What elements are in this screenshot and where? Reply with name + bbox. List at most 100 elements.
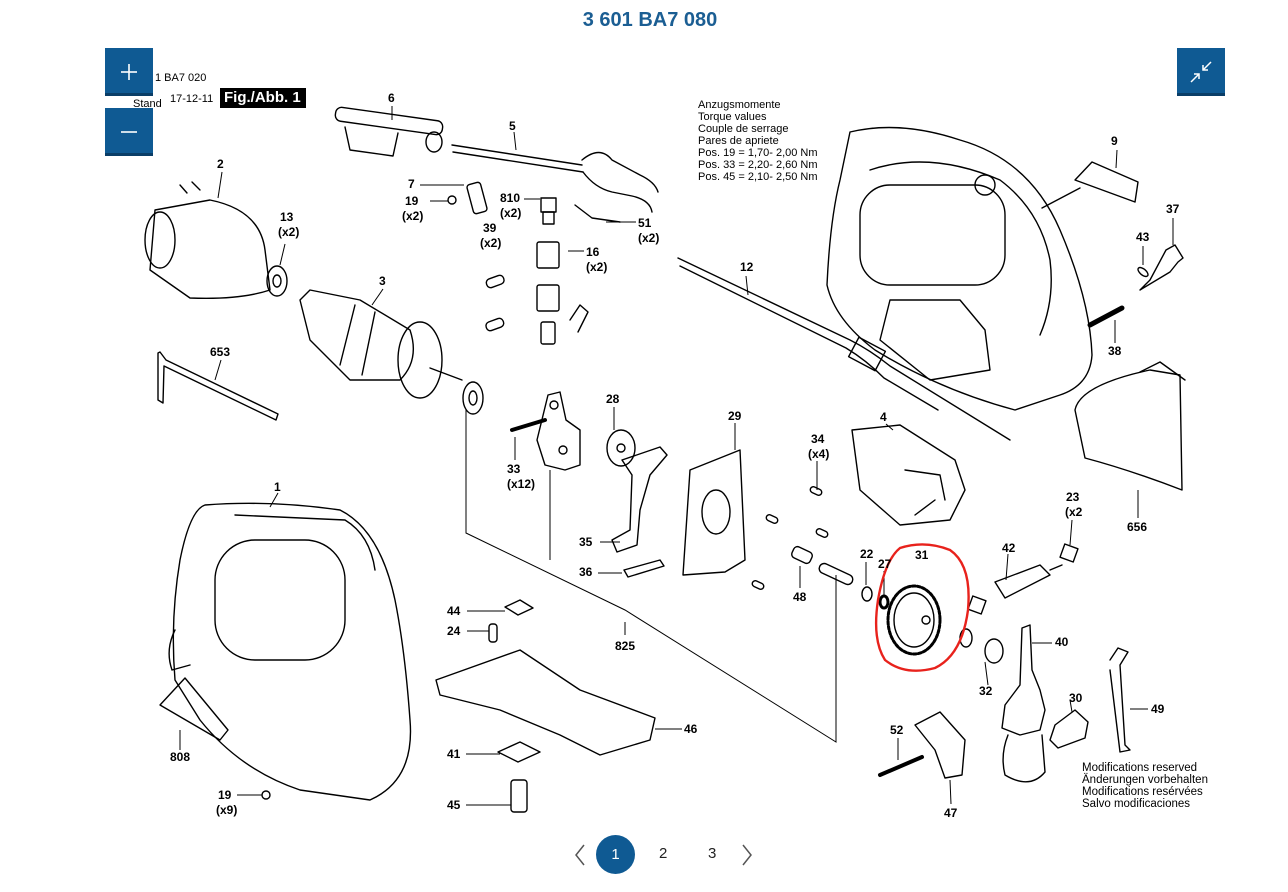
part-label-4[interactable]: 4 — [880, 410, 887, 424]
chevron-right-icon — [742, 844, 752, 866]
page-button-1[interactable]: 1 — [596, 835, 635, 874]
part-label-23[interactable]: 23 — [1066, 490, 1080, 504]
part-label-39-qty: (x2) — [480, 236, 502, 250]
part-label-2[interactable]: 2 — [217, 157, 224, 171]
part-label-47[interactable]: 47 — [944, 806, 958, 820]
part-47-drawing — [914, 711, 966, 779]
part-label-32[interactable]: 32 — [979, 684, 993, 698]
torque-line: Pos. 33 = 2,20- 2,60 Nm — [698, 159, 818, 171]
prev-page-button[interactable] — [573, 843, 587, 868]
part-44-drawing — [504, 599, 534, 616]
part-9-drawing — [1074, 161, 1139, 203]
collapse-icon — [1190, 61, 1212, 83]
part-label-39[interactable]: 39 — [483, 221, 497, 235]
part-37-drawing — [1139, 244, 1184, 291]
part-28-drawing — [606, 429, 636, 467]
part-label-13[interactable]: 13 — [280, 210, 294, 224]
part-label-43[interactable]: 43 — [1136, 230, 1150, 244]
part-42-drawing — [994, 564, 1051, 599]
part-33-drawing — [510, 418, 547, 432]
part-45-drawing — [510, 779, 528, 813]
part-label-29[interactable]: 29 — [728, 409, 742, 423]
part-27-drawing — [878, 594, 890, 610]
part-label-27[interactable]: 27 — [878, 557, 892, 571]
part-label-40[interactable]: 40 — [1055, 635, 1069, 649]
part-label-37[interactable]: 37 — [1166, 202, 1180, 216]
part-label-7[interactable]: 7 — [408, 177, 415, 191]
part-label-44[interactable]: 44 — [447, 604, 461, 618]
part-19-screw-drawing — [447, 195, 457, 205]
part-label-653[interactable]: 653 — [210, 345, 231, 359]
part-label-810[interactable]: 810 — [500, 191, 521, 205]
part-46-drawing — [435, 649, 656, 756]
part-label-19b[interactable]: 19 — [218, 788, 232, 802]
part-label-45[interactable]: 45 — [447, 798, 461, 812]
part-label-34-qty: (x4) — [808, 447, 830, 461]
part-label-1[interactable]: 1 — [274, 480, 281, 494]
part-label-31[interactable]: 31 — [915, 548, 929, 562]
part-label-656[interactable]: 656 — [1127, 520, 1148, 534]
page-button-2[interactable]: 2 — [659, 845, 668, 862]
part-label-38[interactable]: 38 — [1108, 344, 1122, 358]
part-22-drawing — [861, 586, 873, 602]
housing-right-drawing — [826, 126, 1093, 411]
housing-left-drawing — [168, 502, 412, 801]
part-label-19a-qty: (x2) — [402, 209, 424, 223]
part-label-3[interactable]: 3 — [379, 274, 386, 288]
part-6-drawing — [334, 106, 444, 157]
zoom-in-button[interactable] — [105, 48, 153, 96]
part-label-52[interactable]: 52 — [890, 723, 904, 737]
part-label-5[interactable]: 5 — [509, 119, 516, 133]
part-810-drawing — [540, 197, 557, 225]
part-label-33[interactable]: 33 — [507, 462, 521, 476]
torque-line: Pos. 45 = 2,10- 2,50 Nm — [698, 171, 818, 183]
part-19-x9-drawing — [261, 790, 271, 800]
bracket-plate-drawing — [536, 391, 581, 471]
part-13-drawing — [266, 265, 288, 297]
part-label-48[interactable]: 48 — [793, 590, 807, 604]
part-label-33-qty: (x12) — [507, 477, 536, 491]
minus-icon — [121, 131, 137, 133]
part-label-42[interactable]: 42 — [1002, 541, 1016, 555]
part-24-drawing — [488, 623, 498, 643]
torque-line: Couple de serrage — [698, 123, 789, 135]
leader-lines — [179, 106, 1174, 806]
part-656-drawing — [1074, 369, 1183, 491]
torque-line: Torque values — [698, 111, 767, 123]
part-label-24[interactable]: 24 — [447, 624, 461, 638]
part-label-35[interactable]: 35 — [579, 535, 593, 549]
part-label-41[interactable]: 41 — [447, 747, 461, 761]
part-label-36[interactable]: 36 — [579, 565, 593, 579]
part-29-drawing — [682, 449, 746, 576]
page-button-3[interactable]: 3 — [708, 845, 717, 862]
part-label-19a[interactable]: 19 — [405, 194, 419, 208]
plus-icon — [121, 64, 137, 80]
part-653-drawing — [157, 351, 279, 421]
part-label-825[interactable]: 825 — [615, 639, 636, 653]
torque-line: Pos. 19 = 1,70- 2,00 Nm — [698, 147, 818, 159]
part-label-49[interactable]: 49 — [1151, 702, 1165, 716]
part-label-12[interactable]: 12 — [740, 260, 754, 274]
part-label-23-qty: (x2 — [1065, 505, 1083, 519]
part-label-16[interactable]: 16 — [586, 245, 600, 259]
part-label-46[interactable]: 46 — [684, 722, 698, 736]
part-43-drawing — [1137, 266, 1149, 278]
part-label-6[interactable]: 6 — [388, 91, 395, 105]
next-page-button[interactable] — [740, 843, 754, 868]
part-label-34[interactable]: 34 — [811, 432, 825, 446]
part-label-9[interactable]: 9 — [1111, 134, 1118, 148]
note-line: Modifications reserved — [1082, 762, 1198, 774]
part-label-30[interactable]: 30 — [1069, 691, 1083, 705]
figure-date: 17-12-11 — [170, 93, 214, 105]
chevron-left-icon — [575, 844, 585, 866]
modification-notes: Modifications reserved Änderungen vorbeh… — [1082, 762, 1208, 810]
part-label-808[interactable]: 808 — [170, 750, 191, 764]
part-label-51[interactable]: 51 — [638, 216, 652, 230]
collapse-button[interactable] — [1177, 48, 1225, 96]
part-label-28[interactable]: 28 — [606, 392, 620, 406]
zoom-out-button[interactable] — [105, 108, 153, 156]
part-label-810-qty: (x2) — [500, 206, 522, 220]
part-label-22[interactable]: 22 — [860, 547, 874, 561]
part-41-drawing — [497, 741, 541, 763]
